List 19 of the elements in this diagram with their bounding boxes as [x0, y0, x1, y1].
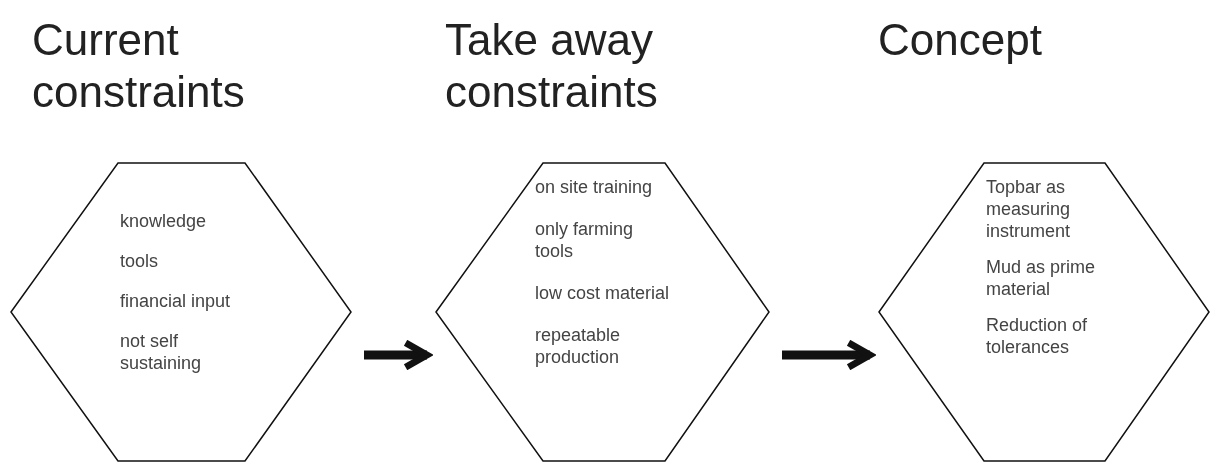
list-item: financial input	[120, 290, 232, 312]
list-item: on site training	[535, 176, 654, 198]
section-heading: Current constraints	[32, 14, 246, 118]
list-item: only farming tools	[535, 218, 635, 262]
arrow	[782, 339, 874, 371]
arrow	[364, 339, 431, 371]
section-heading: Concept	[878, 14, 1043, 66]
list-item: low cost material	[535, 282, 671, 304]
list-item: not self sustaining	[120, 330, 203, 374]
list-item: Reduction of tolerances	[986, 314, 1089, 358]
list-item: tools	[120, 250, 160, 272]
hexagon	[435, 162, 770, 462]
list-item: Mud as prime material	[986, 256, 1097, 300]
list-item: knowledge	[120, 210, 208, 232]
list-item: repeatable production	[535, 324, 622, 368]
hexagon	[878, 162, 1210, 462]
section-heading: Take away constraints	[445, 14, 659, 118]
hexagon	[10, 162, 352, 462]
list-item: Topbar as measuring instrument	[986, 176, 1072, 242]
